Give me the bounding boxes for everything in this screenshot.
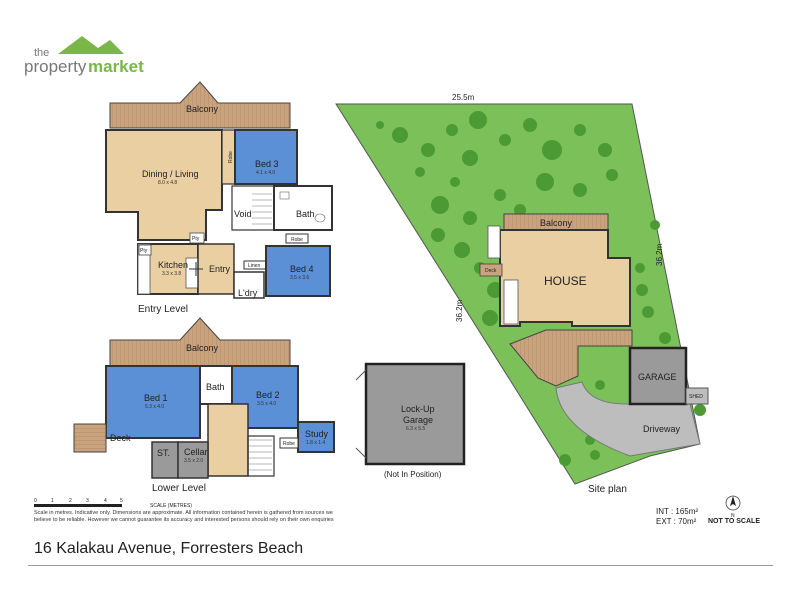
bed2-dims: 3.5 x 4.0 — [257, 401, 276, 407]
pantry-left — [138, 244, 152, 256]
entry-bath-room — [273, 185, 333, 231]
scale-tick-1: 1 — [51, 498, 54, 504]
entry-bath-label: Bath — [296, 209, 315, 219]
scale-tick-0: 0 — [34, 498, 37, 504]
lower-bath-label: Bath — [206, 382, 225, 392]
entry-level-plan: Balcony Dining / Living 8.0 x 4.8 Robe B… — [105, 81, 333, 315]
area-summary: INT : 165m² EXT : 70m² — [656, 507, 698, 527]
disclaimer-text: Scale in metres. Indicative only. Dimens… — [34, 510, 334, 523]
storage-label: ST. — [157, 448, 170, 458]
scale-tick-5: 5 — [120, 498, 123, 504]
lower-robe-label: Robe — [283, 441, 295, 447]
lower-balcony — [109, 317, 291, 367]
kitchen-dims: 3.3 x 3.8 — [162, 271, 181, 277]
footer-divider — [28, 565, 773, 566]
lower-balcony-label: Balcony — [186, 343, 219, 353]
house-label: HOUSE — [544, 274, 587, 288]
bed1-label: Bed 1 — [144, 393, 168, 403]
compass-label: N — [731, 513, 735, 519]
bed3-room — [234, 129, 298, 185]
bed4-robe-label: Robe — [291, 237, 303, 243]
driveway-label: Driveway — [643, 424, 681, 434]
pantry-right-label: Pty — [192, 236, 200, 242]
scale-label: SCALE (METRES) — [150, 503, 192, 509]
scale-bar: 0 1 2 3 4 5 SCALE (METRES) — [34, 498, 192, 509]
site-right-dim: 36.2m — [655, 243, 664, 266]
site-top-dim: 25.5m — [452, 93, 475, 102]
shed-label: SHED — [689, 394, 703, 400]
entry-balcony-label: Balcony — [186, 104, 219, 114]
bed4-label: Bed 4 — [290, 264, 314, 274]
internal-area: INT : 165m² — [656, 507, 699, 516]
laundry-room — [233, 271, 265, 299]
cellar-room — [177, 441, 209, 479]
brand-line2b: market — [88, 57, 144, 76]
bed3-dims: 4.1 x 4.0 — [256, 170, 275, 176]
site-trees — [376, 111, 706, 466]
entry-balcony — [109, 81, 291, 129]
kitchen-label: Kitchen — [158, 260, 188, 270]
site-plan-caption: Site plan — [588, 484, 627, 495]
not-to-scale-label: NOT TO SCALE — [708, 518, 760, 525]
site-lower-decks — [509, 329, 633, 387]
garage-note: (Not In Position) — [384, 470, 442, 479]
garage-dims: 6.3 x 5.5 — [406, 426, 425, 432]
site-house — [499, 229, 631, 327]
compass-icon: N — [725, 495, 741, 519]
garage-label-1: Lock-Up — [401, 404, 435, 414]
pantry-left-label: Pty — [140, 248, 148, 254]
bed4-dims: 3.5 x 3.6 — [290, 275, 309, 281]
bed3-robe-label: Robe — [228, 151, 234, 163]
laundry-label: L'dry — [238, 288, 258, 298]
garage-label-2: Garage — [403, 415, 433, 425]
study-room — [297, 421, 335, 453]
entry-hall — [197, 243, 235, 295]
lower-deck — [73, 423, 107, 453]
garage-room — [364, 362, 466, 466]
lower-hall — [207, 403, 249, 477]
entry-label: Entry — [209, 264, 231, 274]
brand-line1: the — [34, 47, 49, 59]
bed2-label: Bed 2 — [256, 390, 280, 400]
site-balcony-label: Balcony — [540, 218, 573, 228]
void-area — [231, 185, 275, 231]
scale-tick-4: 4 — [104, 498, 107, 504]
brand-logo: the property market — [24, 36, 144, 76]
bed4-room — [265, 245, 331, 297]
pantry-right — [189, 232, 205, 244]
study-dims: 1.8 x 1.4 — [306, 440, 325, 446]
site-garage — [628, 346, 688, 406]
bed4-robe — [285, 233, 309, 244]
site-plan: Balcony HOUSE Deck Driveway GARAGE SHED … — [335, 93, 709, 495]
scale-tick-2: 2 — [69, 498, 72, 504]
lower-level-plan: Balcony Bed 1 5.3 x 4.0 Bath Bed 2 3.5 x… — [73, 317, 335, 494]
bed1-dims: 5.3 x 4.0 — [145, 404, 164, 410]
linen-label: Linen — [248, 263, 260, 269]
dining-label: Dining / Living — [142, 169, 199, 179]
entry-level-caption: Entry Level — [138, 304, 188, 315]
property-address: 16 Kalakau Avenue, Forresters Beach — [34, 540, 304, 557]
lower-robe — [279, 437, 299, 449]
cellar-dims: 3.5 x 2.0 — [184, 458, 203, 464]
site-shed — [685, 387, 709, 405]
storage-room — [151, 441, 179, 479]
scale-tick-3: 3 — [86, 498, 89, 504]
site-driveway — [555, 381, 701, 457]
deck-label: Deck — [110, 433, 131, 443]
lower-level-caption: Lower Level — [152, 483, 206, 494]
site-garage-label: GARAGE — [638, 372, 677, 382]
brand-line2a: property — [24, 57, 87, 76]
dining-dims: 8.0 x 4.8 — [158, 180, 177, 186]
bed3-label: Bed 3 — [255, 159, 279, 169]
site-deck-label: Deck — [485, 268, 497, 274]
lockup-garage-plan: Lock-Up Garage 6.3 x 5.5 (Not In Positio… — [355, 362, 466, 479]
cellar-label: Cellar — [184, 447, 208, 457]
void-label: Void — [234, 209, 252, 219]
site-deck — [479, 263, 503, 277]
site-left-dim: 36.2m — [455, 299, 464, 322]
study-label: Study — [305, 429, 329, 439]
external-area: EXT : 70m² — [656, 517, 697, 526]
